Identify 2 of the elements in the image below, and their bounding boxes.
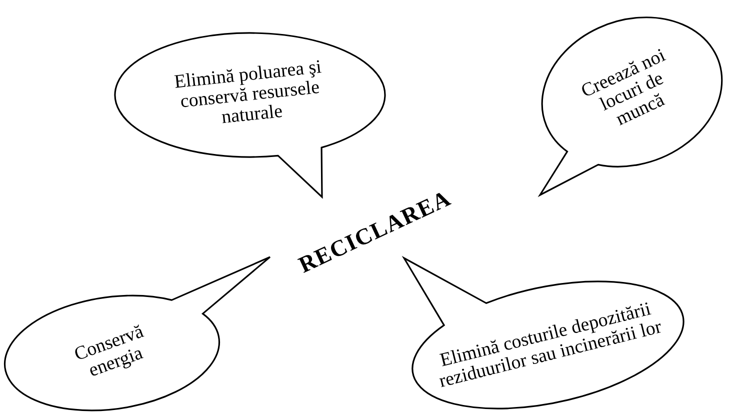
bubble-text: Elimină costurile depozitării reziduurilor sau incinerării lor [436, 298, 664, 392]
bubble-text: Elimină poluarea şi conservă resursele naturale [172, 56, 324, 130]
